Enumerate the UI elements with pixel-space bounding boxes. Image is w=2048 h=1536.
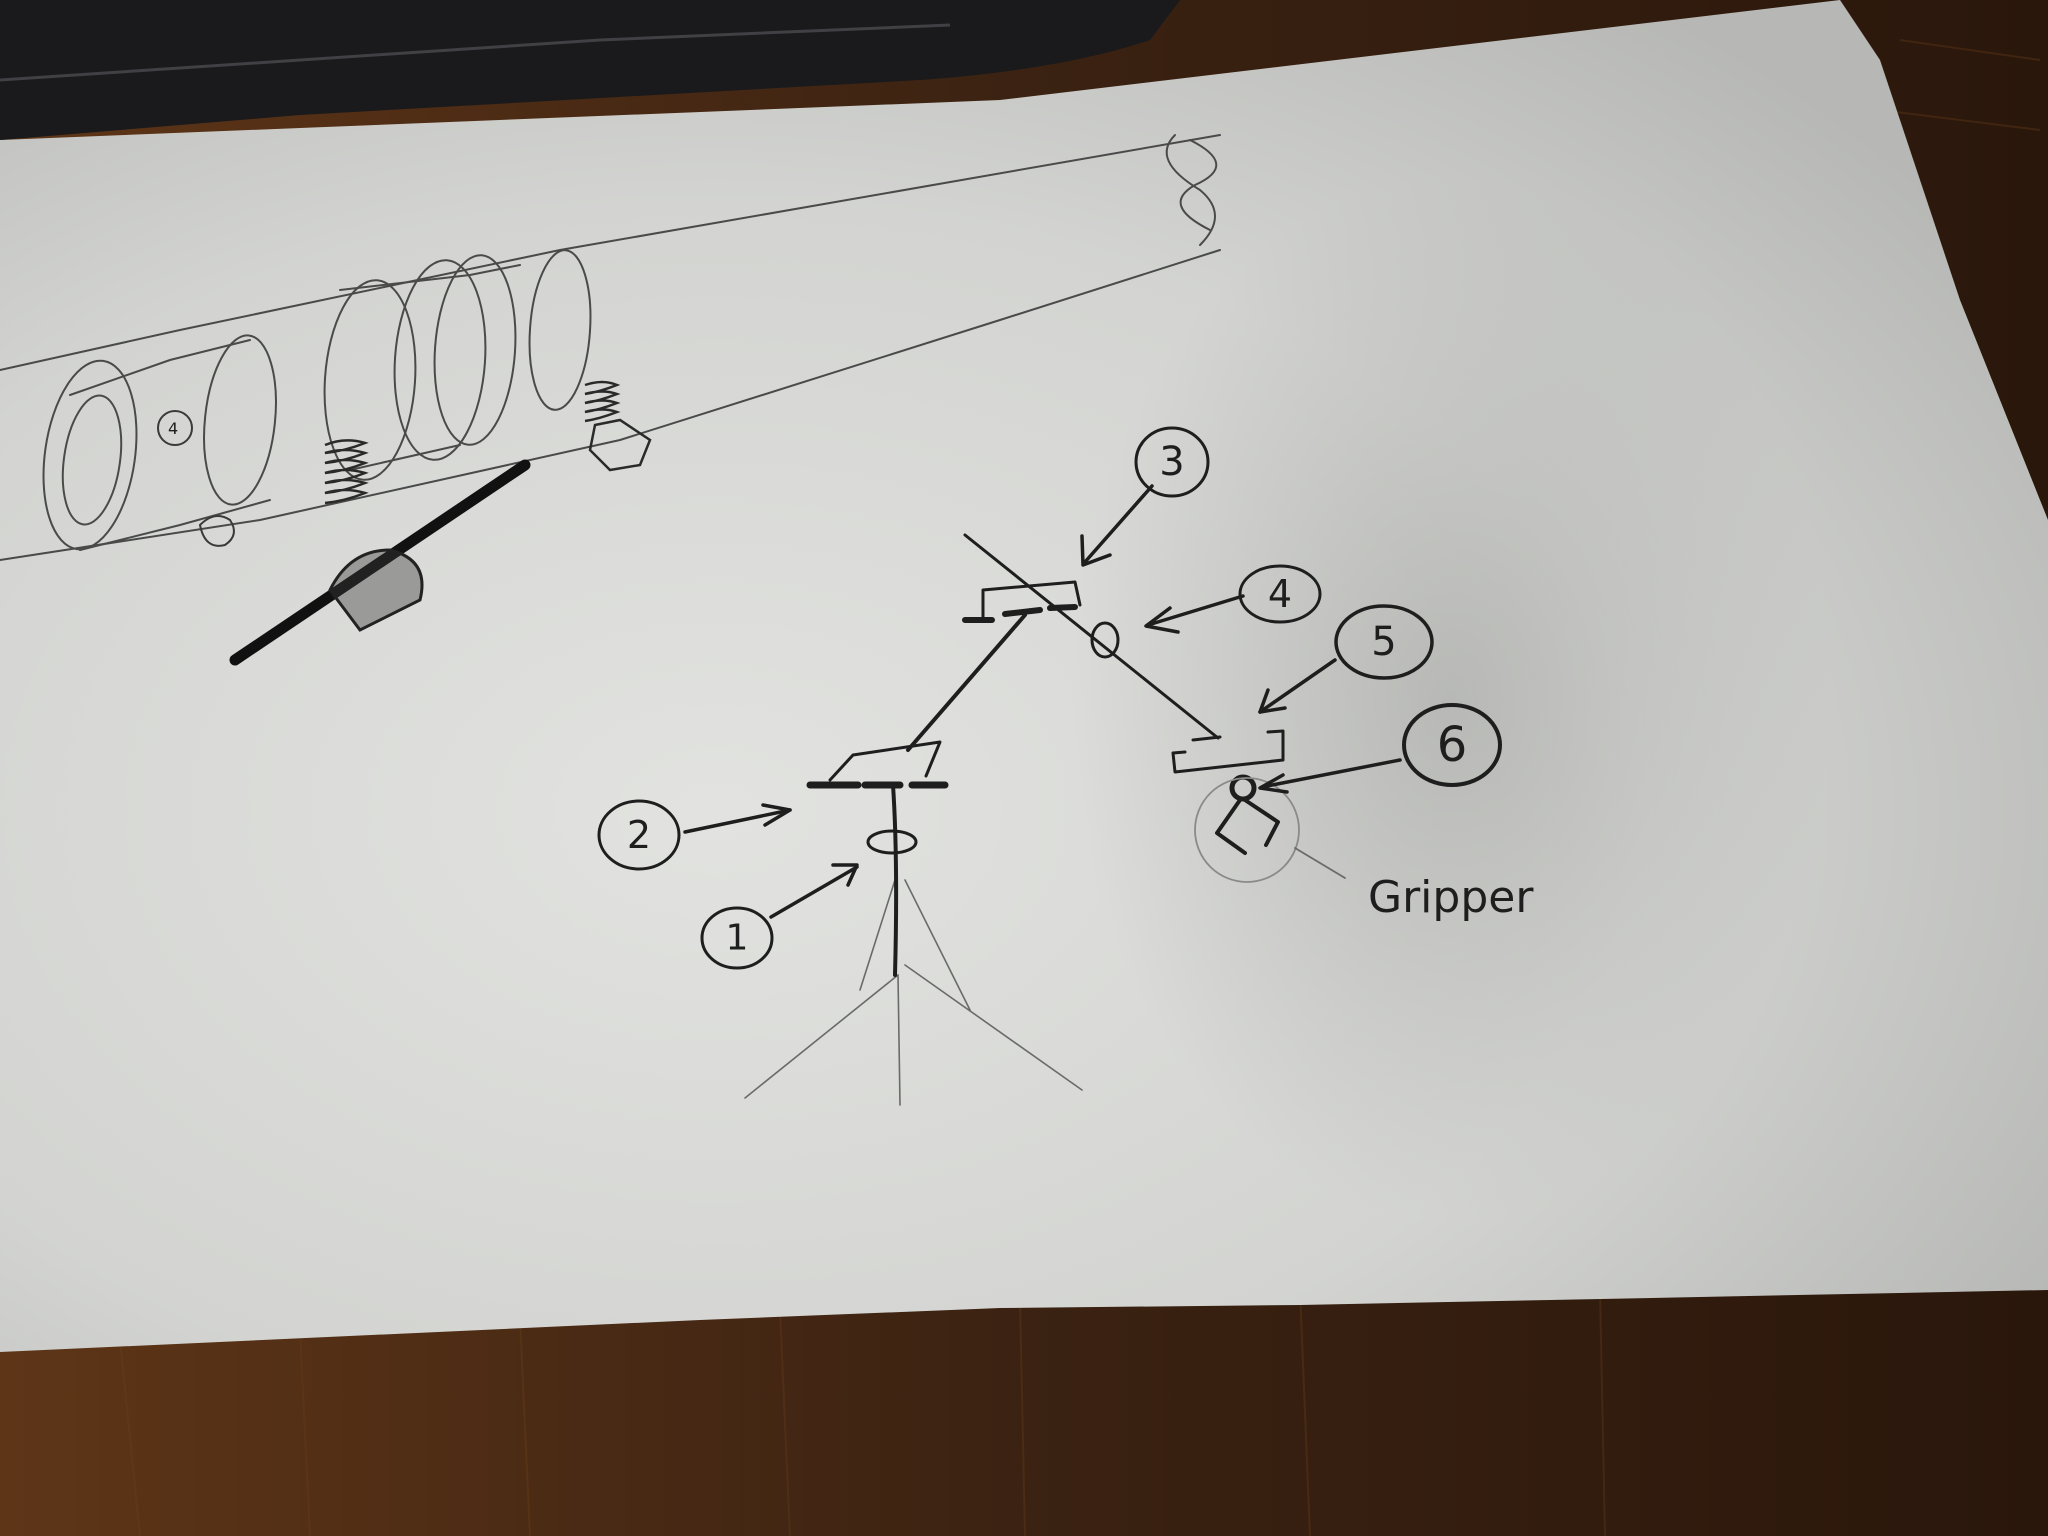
svg-text:6: 6 bbox=[1437, 717, 1468, 773]
svg-text:4: 4 bbox=[1268, 572, 1292, 616]
svg-text:2: 2 bbox=[627, 813, 651, 857]
tube-mark-circle bbox=[157, 410, 193, 446]
keyboard-highlight bbox=[0, 23, 951, 82]
callout-circle-2: 2 bbox=[597, 799, 681, 871]
rod-bracket bbox=[328, 548, 424, 632]
joint-4-symbol bbox=[1090, 621, 1120, 659]
robot-arm-diagram bbox=[744, 533, 1346, 1106]
wood-grain bbox=[119, 39, 2041, 1536]
callout-circle-6: 6 bbox=[1402, 703, 1502, 787]
gripper-highlight bbox=[1194, 777, 1300, 883]
joint-1-symbol bbox=[866, 829, 918, 855]
spring-left bbox=[324, 439, 369, 505]
callout-circle-5: 5 bbox=[1334, 604, 1434, 680]
callout-circle-3: 3 bbox=[1134, 426, 1210, 498]
tube-mark-label: 4 bbox=[168, 419, 178, 438]
joint-6-symbol bbox=[1229, 774, 1257, 802]
callout-circle-4: 4 bbox=[1238, 564, 1322, 624]
callout-circle-1: 1 bbox=[700, 906, 774, 970]
gripper-label: Gripper bbox=[1368, 872, 1534, 923]
screw-head-left bbox=[198, 515, 235, 547]
tube-sketch bbox=[0, 134, 1221, 561]
svg-text:1: 1 bbox=[726, 918, 749, 959]
keyboard-edge bbox=[0, 0, 1180, 140]
callout-arrows bbox=[683, 484, 1402, 919]
svg-text:3: 3 bbox=[1159, 439, 1184, 485]
svg-text:5: 5 bbox=[1371, 619, 1396, 665]
spring-right bbox=[584, 380, 652, 472]
dark-rod bbox=[229, 459, 531, 666]
paper-shadow bbox=[1070, 180, 1830, 1220]
